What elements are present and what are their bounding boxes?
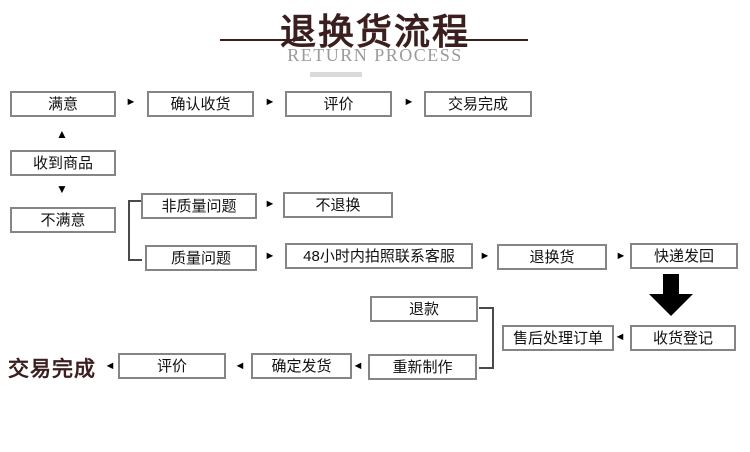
flow-box-no-return: 不退换 — [283, 192, 393, 218]
flow-box-non-quality-issue: 非质量问题 — [141, 193, 257, 219]
arrow-right-icon: ► — [615, 249, 627, 262]
arrow-right-icon: ► — [403, 95, 415, 108]
arrow-right-icon: ► — [264, 95, 276, 108]
branch-bracket-right — [479, 307, 494, 369]
arrow-up-icon: ▲ — [56, 127, 68, 141]
flow-box-aftersales-order: 售后处理订单 — [502, 325, 614, 351]
arrow-left-icon: ◄ — [104, 359, 116, 372]
branch-bracket-left — [128, 200, 142, 261]
flow-box-confirm-ship: 确定发货 — [251, 353, 352, 379]
arrow-left-icon: ◄ — [352, 359, 364, 372]
big-down-arrow-icon — [649, 274, 693, 316]
arrow-left-icon: ◄ — [234, 359, 246, 372]
subtitle-underline-bar — [310, 72, 362, 77]
flow-box-refund: 退款 — [370, 296, 478, 322]
arrow-right-icon: ► — [264, 197, 276, 210]
arrow-down-icon: ▼ — [56, 182, 68, 196]
flow-box-quality-issue: 质量问题 — [145, 245, 257, 271]
title-divider-right — [458, 39, 528, 41]
arrow-right-icon: ► — [264, 249, 276, 262]
flow-box-receipt-register: 收货登记 — [630, 325, 736, 351]
flow-box-complete-top: 交易完成 — [424, 91, 532, 117]
title-divider-left — [220, 39, 306, 41]
page-subtitle: RETURN PROCESS — [287, 45, 463, 65]
arrow-right-icon: ► — [479, 249, 491, 262]
flow-box-review-top: 评价 — [285, 91, 392, 117]
flow-box-review-bottom: 评价 — [118, 353, 226, 379]
page-title: 退换货流程 — [279, 12, 470, 52]
flow-box-contact-48h: 48小时内拍照联系客服 — [285, 243, 473, 269]
arrow-left-icon: ◄ — [614, 330, 626, 343]
flow-box-unsatisfied: 不满意 — [10, 207, 116, 233]
arrow-right-icon: ► — [125, 95, 137, 108]
transaction-complete-label: 交易完成 — [8, 358, 96, 381]
flow-box-received-goods: 收到商品 — [10, 150, 116, 176]
flow-box-return-exchange: 退换货 — [497, 244, 607, 270]
flow-box-remake: 重新制作 — [368, 354, 477, 380]
flow-box-express-back: 快递发回 — [630, 243, 738, 269]
flow-box-confirm-receipt: 确认收货 — [147, 91, 254, 117]
flow-box-satisfied: 满意 — [10, 91, 116, 117]
